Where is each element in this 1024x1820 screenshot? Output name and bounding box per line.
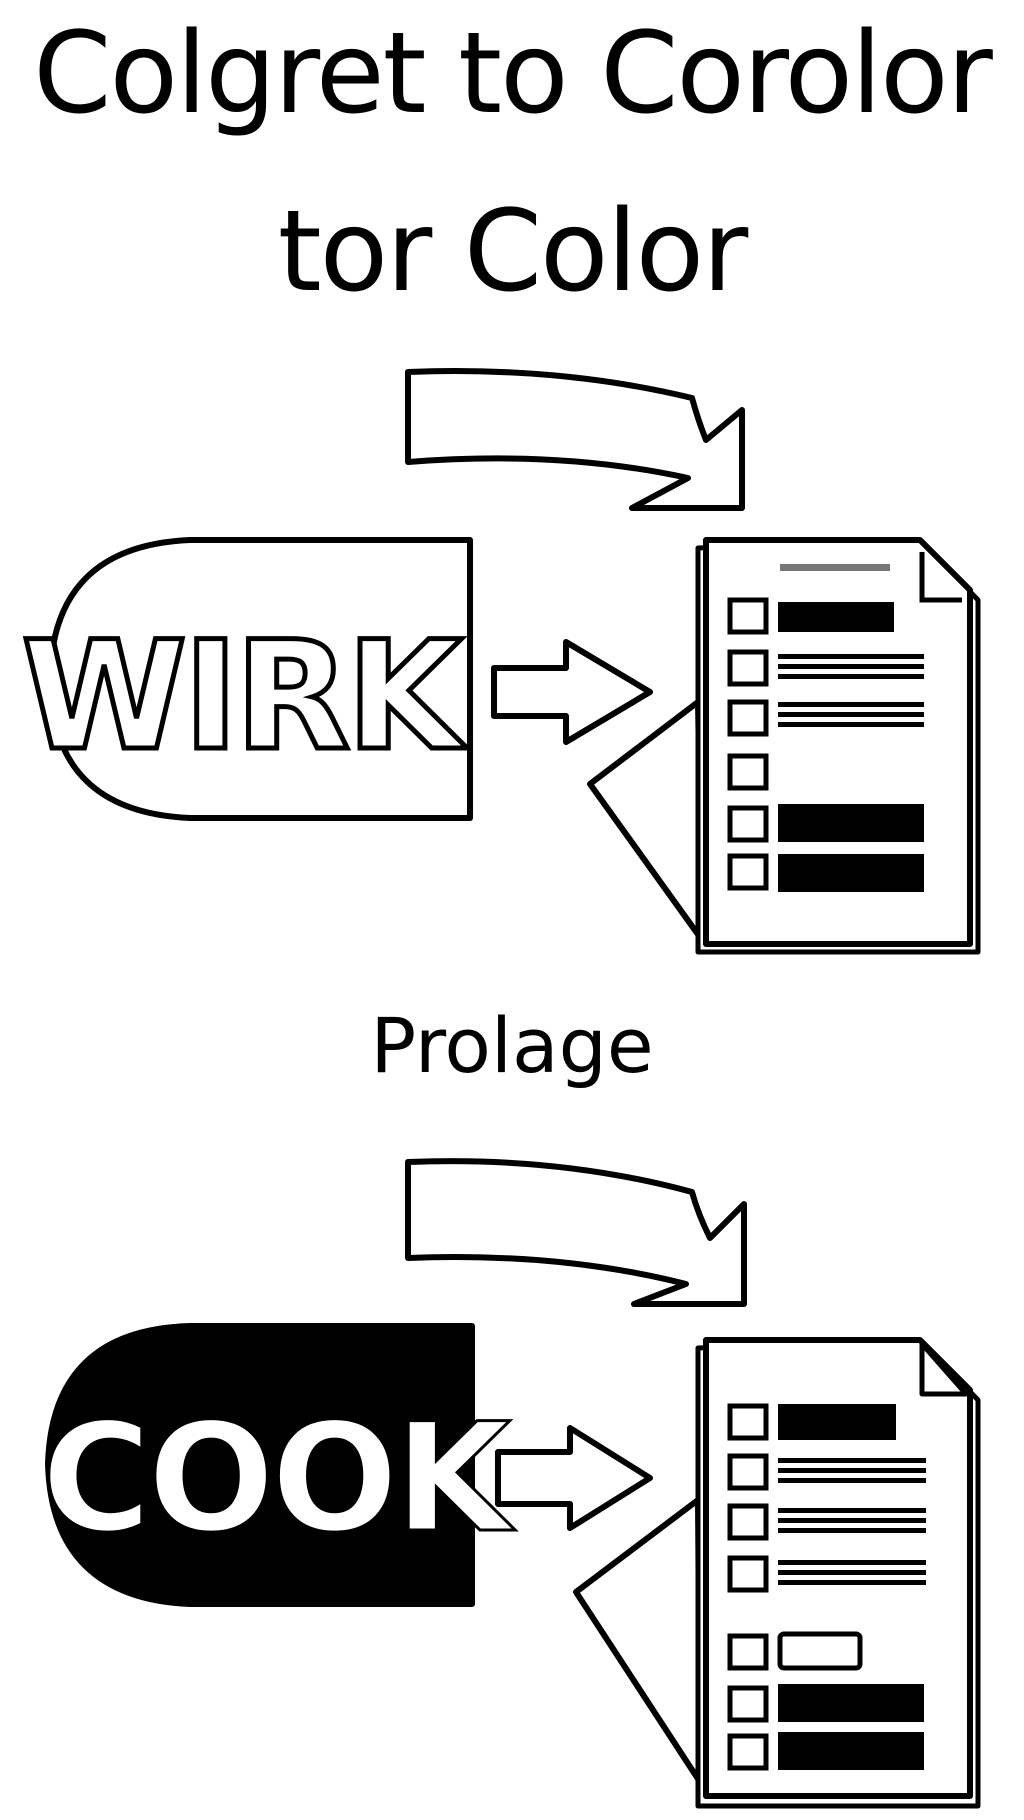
bottom-panel: COOK — [40, 1158, 981, 1809]
top-label-text: WIRK — [21, 610, 467, 784]
title-line-2: tor Color — [277, 187, 749, 317]
bottom-label-box — [45, 1323, 475, 1607]
bottom-curved-arrow — [405, 1158, 747, 1307]
top-document-icon — [695, 537, 981, 955]
top-panel: WIRK — [19, 368, 981, 955]
top-label-box — [47, 537, 473, 821]
bottom-document-icon — [695, 1337, 981, 1809]
top-wedge — [587, 699, 705, 943]
bottom-wedge — [573, 1497, 703, 1785]
top-curved-arrow — [405, 368, 745, 511]
bottom-label-text: COOK — [41, 1392, 515, 1566]
title-line-1: Colgret to Corolor — [33, 9, 993, 139]
top-right-arrow — [491, 639, 653, 745]
caption: Prolage — [370, 1001, 654, 1090]
bottom-right-arrow — [495, 1425, 653, 1531]
